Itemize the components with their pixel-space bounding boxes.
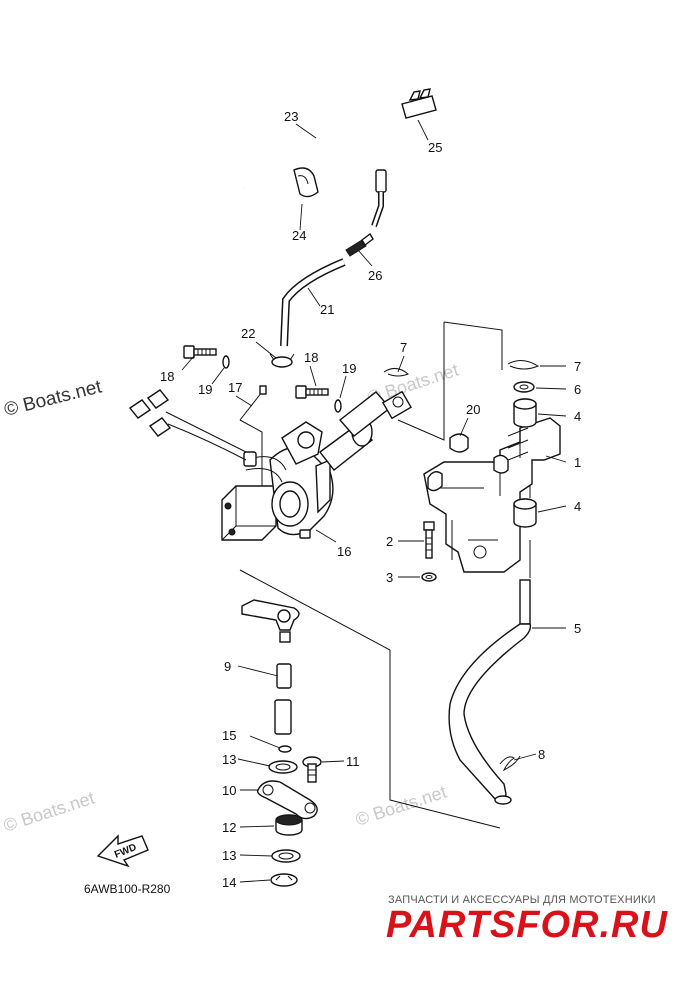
- callout-4: 4: [574, 499, 581, 514]
- part-17-cable-tie: [239, 385, 267, 421]
- callout-21: 21: [320, 302, 334, 317]
- part-12-bushing: [275, 814, 303, 836]
- branding-tagline: ЗАПЧАСТИ И АКСЕССУАРЫ ДЛЯ МОТОТЕХНИКИ: [388, 894, 656, 906]
- part-8-clip: [499, 755, 521, 772]
- callout-12: 12: [222, 820, 236, 835]
- callout-19: 19: [342, 361, 356, 376]
- callout-6: 6: [574, 382, 581, 397]
- callout-3: 3: [386, 570, 393, 585]
- callout-4: 4: [574, 409, 581, 424]
- callout-7: 7: [400, 340, 407, 355]
- callout-9: 9: [224, 659, 231, 674]
- callout-7: 7: [574, 359, 581, 374]
- part-26-hose-fitting: [345, 232, 374, 257]
- part-3-washer: [421, 572, 437, 582]
- part-20-bushing: [449, 433, 469, 453]
- assembly-dashed-lines: [239, 321, 531, 829]
- part-13-washer: [268, 760, 301, 863]
- callout-25: 25: [428, 140, 442, 155]
- callout-20: 20: [466, 402, 480, 417]
- part-7-clip: [507, 360, 540, 370]
- callout-18: 18: [304, 350, 318, 365]
- watermark-boats-net: © Boats.net: [2, 376, 104, 421]
- callout-8: 8: [538, 747, 545, 762]
- callout-11: 11: [346, 754, 360, 769]
- callout-17: 17: [228, 380, 242, 395]
- part-4-bushing: [513, 398, 537, 528]
- callout-16: 16: [337, 544, 351, 559]
- watermark-faint: © Boats.net: [353, 782, 449, 830]
- callout-18: 18: [160, 369, 174, 384]
- part-6-washer: [513, 381, 535, 393]
- fwd-arrow-icon: FWD: [96, 834, 149, 868]
- watermark-faint: © Boats.net: [1, 788, 97, 836]
- part-18-bolt: [183, 345, 217, 359]
- part-24-hose-clip: [293, 167, 319, 198]
- callout-15: 15: [222, 728, 236, 743]
- part-16-motor-assembly: [128, 389, 412, 541]
- part-21-hose: [280, 258, 346, 347]
- callout-5: 5: [574, 621, 581, 636]
- part-23-hose: [243, 118, 387, 227]
- callout-13: 13: [222, 848, 236, 863]
- part-11-bolt: [302, 756, 322, 783]
- callout-14: 14: [222, 875, 236, 890]
- diagram-code: 6AWB100-R280: [84, 882, 171, 896]
- callout-26: 26: [368, 268, 382, 283]
- part-7-clip: [383, 368, 409, 377]
- callout-24: 24: [292, 228, 306, 243]
- leader-lines: [181, 119, 567, 883]
- part-22-clamp: [269, 353, 295, 368]
- callout-labels: 23 24 25 26 21 22 18 19 17 18 19 7 7 6 4…: [160, 109, 581, 890]
- callout-1: 1: [574, 455, 581, 470]
- part-15-o-ring: [278, 745, 292, 753]
- part-10-arm: [256, 780, 318, 820]
- callout-10: 10: [222, 783, 236, 798]
- part-18-bolt: [295, 385, 329, 399]
- callout-19: 19: [198, 382, 212, 397]
- part-14-circlip: [270, 873, 298, 887]
- callout-13: 13: [222, 752, 236, 767]
- part-5-lever: [448, 579, 532, 805]
- callout-22: 22: [241, 326, 255, 341]
- callout-2: 2: [386, 534, 393, 549]
- part-25-hose-holder: [401, 88, 437, 119]
- branding-site-logo[interactable]: PARTSFOR.RU: [386, 904, 668, 946]
- callout-23: 23: [284, 109, 298, 124]
- part-9-shaft: [241, 599, 300, 735]
- part-2-bolt: [423, 521, 435, 559]
- part-19-washer: [222, 355, 342, 413]
- part-1-bracket: [423, 417, 561, 573]
